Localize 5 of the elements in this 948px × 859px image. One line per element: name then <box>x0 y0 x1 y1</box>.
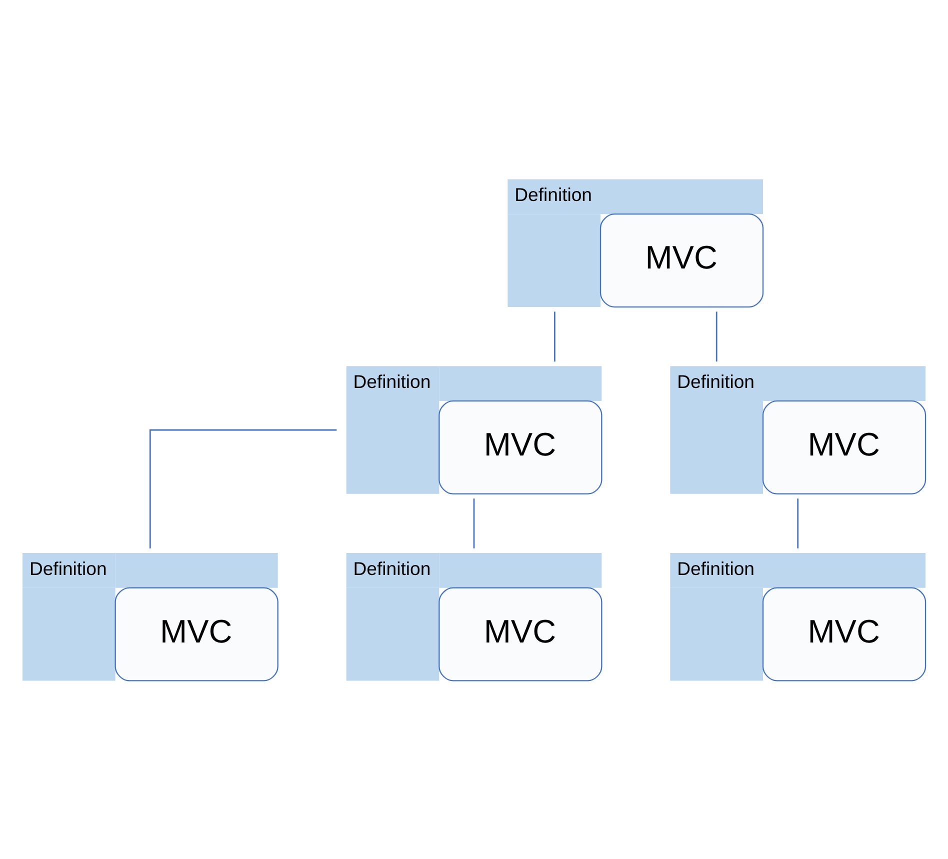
connector <box>797 498 799 548</box>
connector <box>473 498 475 548</box>
connector <box>149 428 337 548</box>
connector <box>716 311 718 361</box>
connector <box>554 311 556 361</box>
